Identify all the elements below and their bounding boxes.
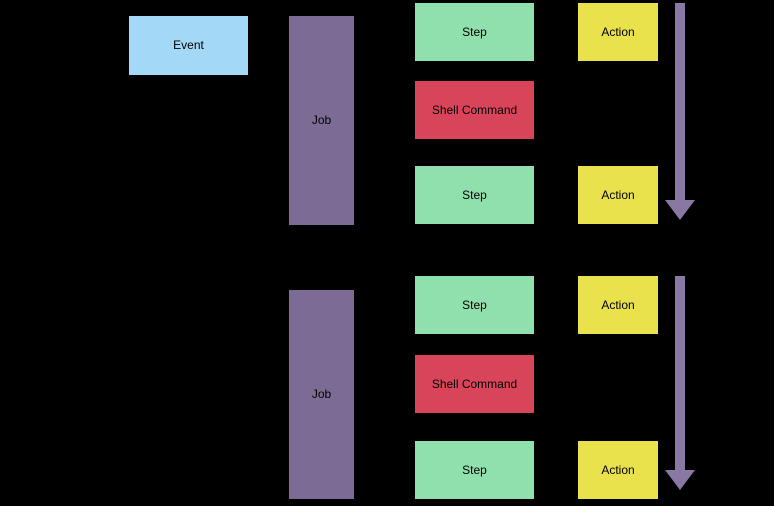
shell-command-node-2: Shell Command <box>415 355 534 413</box>
action-node-2: Action <box>578 166 658 224</box>
step-node-1: Step <box>415 3 534 61</box>
arrow-down-icon <box>665 200 695 220</box>
arrow-down-icon <box>665 470 695 490</box>
event-node: Event <box>129 16 248 75</box>
job-node-2: Job <box>289 290 354 499</box>
shell-command-node-1: Shell Command <box>415 81 534 139</box>
step-node-2: Step <box>415 166 534 224</box>
job-node-1: Job <box>289 16 354 225</box>
action-node-4: Action <box>578 441 658 499</box>
arrow-shaft <box>675 3 685 200</box>
sequence-arrow-1 <box>665 3 695 220</box>
sequence-arrow-2 <box>665 276 695 490</box>
arrow-shaft <box>675 276 685 470</box>
action-node-3: Action <box>578 276 658 334</box>
step-node-4: Step <box>415 441 534 499</box>
step-node-3: Step <box>415 276 534 334</box>
action-node-1: Action <box>578 3 658 61</box>
